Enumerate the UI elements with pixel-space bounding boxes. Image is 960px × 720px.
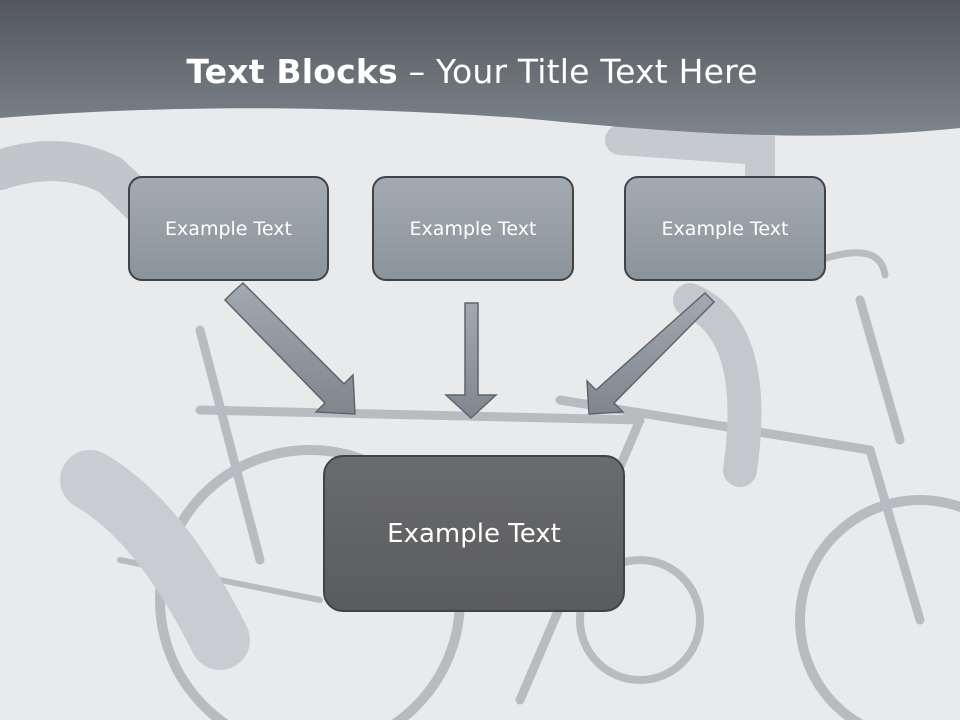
text-block-main[interactable]: Example Text [323, 455, 625, 612]
page-title: Text Blocks – Your Title Text Here [0, 52, 944, 91]
header-banner [0, 0, 960, 136]
title-separator: – [397, 52, 436, 91]
text-block-left[interactable]: Example Text [128, 176, 329, 281]
text-block-right[interactable]: Example Text [624, 176, 826, 281]
text-block-center[interactable]: Example Text [372, 176, 574, 281]
arrow-down-icon [444, 302, 498, 420]
title-rest: Your Title Text Here [435, 52, 758, 91]
arrow-left-icon [223, 281, 356, 415]
title-bold: Text Blocks [186, 52, 398, 91]
arrow-right-icon [586, 291, 716, 415]
